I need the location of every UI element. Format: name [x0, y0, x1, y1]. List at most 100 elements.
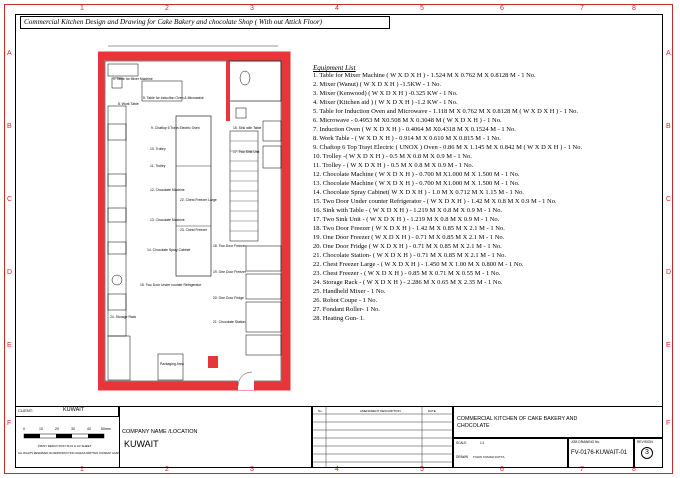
equipment-item: 8. Work Table - ( W X D X H ) - 0.914 M …	[313, 135, 501, 142]
equipment-slot	[107, 123, 127, 141]
grid-col-3: 3	[250, 5, 254, 12]
project-title-line1: COMMERCIAL KITCHEN OF CAKE BAKERY AND	[457, 416, 578, 422]
floor-plan	[98, 45, 291, 391]
drawing-title: Commercial Kitchen Design and Drawing fo…	[20, 16, 390, 29]
plan-label-chest-large: 22. Chest Freezer Large	[180, 198, 217, 202]
grid-col-2-bottom: 2	[165, 466, 169, 473]
equipment-item: 19. One Door Freezer ( W X D X H ) - 0.7…	[313, 234, 505, 241]
equipment-slot	[107, 241, 127, 255]
plan-label-choc-machine-1: 12. Chocolate Machine	[150, 188, 185, 192]
scale-value: 1:1	[480, 441, 485, 445]
equipment-item: 28. Heating Gun- 1.	[313, 315, 365, 322]
scale-bar	[23, 433, 105, 439]
grid-col-6: 6	[500, 5, 504, 12]
equipment-item: 15. Two Door Under counter Refrigerator …	[313, 198, 557, 205]
plan-label-induction: 5. Table for Induction Oven & Microwave	[143, 96, 204, 100]
equipment-item: 12. Chocolate Machine ( W X D X H ) - 0.…	[313, 171, 520, 178]
plan-label-trolley-1: 10. Trolley	[150, 147, 166, 151]
equipment-list-heading: Equipment List	[313, 64, 356, 72]
grid-row-b-right: B	[666, 123, 671, 130]
project-title-line2: CHOCOLATE	[457, 423, 490, 429]
equipment-item: 13. Chocolate Machine ( W X D X H ) - 0.…	[313, 180, 520, 187]
scale-drawn-cell	[453, 438, 568, 468]
equipment-item: 20. One Door Fridge ( W X D X H ) - 0.71…	[313, 243, 502, 250]
plan-label-trolley-2: 11. Trolley	[150, 164, 166, 168]
print-note: PRINT REDUCTION SUI1 & U2 SHEET	[38, 444, 92, 448]
grid-row-c: C	[7, 196, 13, 203]
grid-col-7-bottom: 7	[580, 466, 584, 473]
scale-label: SCALE	[456, 441, 467, 445]
induction-table	[141, 80, 183, 102]
equipment-item: 26. Robot Coupe - 1 No.	[313, 297, 378, 304]
grid-row-d: D	[7, 269, 13, 276]
grid-row-e: E	[7, 342, 12, 349]
mixer-table	[107, 63, 139, 77]
freezer-block	[245, 245, 282, 272]
job-label: JOB DRAWING No.	[571, 440, 601, 444]
sink-unit	[262, 145, 282, 169]
plan-label-packaging: Packaging Area	[160, 362, 184, 366]
plan-label-two-sink: 17. Two Sink Unit	[233, 150, 260, 154]
mixer-icon	[111, 274, 123, 286]
equipment-item: 5. Table for Induction Oven and Microwav…	[313, 108, 579, 115]
mixer-machine-icon	[111, 77, 123, 89]
company-cell	[119, 406, 312, 468]
revision-label: REVISION	[637, 440, 653, 444]
outer-wall	[98, 51, 291, 391]
client-cell	[15, 406, 119, 417]
rev-header-no: No.	[318, 409, 323, 413]
grid-row-f-right: F	[666, 420, 671, 427]
scale-mark: 20	[55, 427, 59, 431]
equipment-item: 11. Trolley - ( W X D X H ) - 0.5 M X 0.…	[313, 162, 474, 169]
red-unit	[208, 356, 218, 368]
left-bench	[107, 105, 127, 337]
equipment-item: 10. Trolley -( W X D X H ) - 0.5 M X 0.8…	[313, 153, 472, 160]
rev-header-date: DATE	[428, 409, 436, 413]
plan-label-storage-rack: 24. Storage Rack	[110, 315, 137, 319]
freezer-block	[245, 334, 282, 356]
grid-row-a: A	[7, 50, 12, 57]
sink-table	[262, 120, 282, 142]
central-work-table	[175, 115, 212, 277]
drawn-value: TUHIN KUMAR DUTTA	[473, 455, 505, 459]
grid-col-1-bottom: 1	[80, 466, 84, 473]
plan-label-fridge-one: 20. One Door Fridge	[213, 296, 244, 300]
grid-col-5: 5	[420, 5, 424, 12]
company-value: KUWAIT	[124, 439, 159, 449]
plan-label-spray-cabinet: 14. Chocolate Spray Cabinet	[147, 248, 191, 252]
door-opening	[238, 376, 254, 390]
equipment-item: 9. Chaftop 6 Top Trayt Electric ( UNOX )…	[313, 144, 583, 151]
equipment-item: 2. Mixer (Wanut) ( W X D X H ) -1.5KW - …	[313, 81, 442, 88]
job-cell	[568, 438, 634, 468]
equipment-item: 24. Storage Rack - ( W X D X H ) - 2.286…	[313, 279, 503, 286]
client-value: KUWAIT	[63, 407, 85, 413]
freezer-block	[245, 273, 282, 300]
client-label: CLIENT:	[18, 408, 33, 413]
equipment-item: 18. Two Door Freezer ( W X D X H ) - 1.4…	[313, 225, 505, 232]
company-label: COMPANY NAME /LOCATION	[122, 429, 198, 435]
grid-row-d-right: D	[666, 269, 672, 276]
grid-col-1: 1	[80, 5, 84, 12]
revision-cell	[634, 438, 663, 468]
grid-col-7: 7	[580, 5, 584, 12]
equipment-item: 17. Two Sink Unit - ( W X D X H ) - 1.21…	[313, 216, 500, 223]
equipment-item: 7. Induction Oven ( W X D X H ) - 0.4064…	[313, 126, 516, 133]
packaging-area	[157, 353, 184, 381]
equipment-item: 6. Microwave - 0.4953 M X0.508 M X 0.304…	[313, 117, 502, 124]
scale-mark: 10	[39, 427, 43, 431]
grid-col-3-bottom: 3	[250, 466, 254, 473]
grid-row-e-right: E	[666, 342, 671, 349]
scale-mark: 50mm	[101, 427, 111, 431]
revision-table	[312, 406, 453, 468]
toilet-room	[227, 60, 282, 102]
grid-col-8-bottom: 8	[632, 466, 636, 473]
equipment-item: 23. Chest Freezer - ( W X D X H ) - 0.85…	[313, 270, 501, 277]
plan-label-freezer-two: 18. Two Door Freezer	[213, 244, 246, 248]
legal-note: ALL RIGHTS RESERVED NO REPRODUCTION UNLE…	[18, 452, 121, 455]
drawing-frame	[4, 4, 673, 474]
toilet-icon	[239, 70, 251, 86]
wall-segment	[226, 61, 230, 121]
grid-row-a-right: A	[666, 50, 671, 57]
equipment-item: 14. Chocolate Spray Cabinet( W X D X H )…	[313, 189, 524, 196]
equipment-item: 4. Mixer (Kitchen aid ) ( W X D X H ) -1…	[313, 99, 458, 106]
